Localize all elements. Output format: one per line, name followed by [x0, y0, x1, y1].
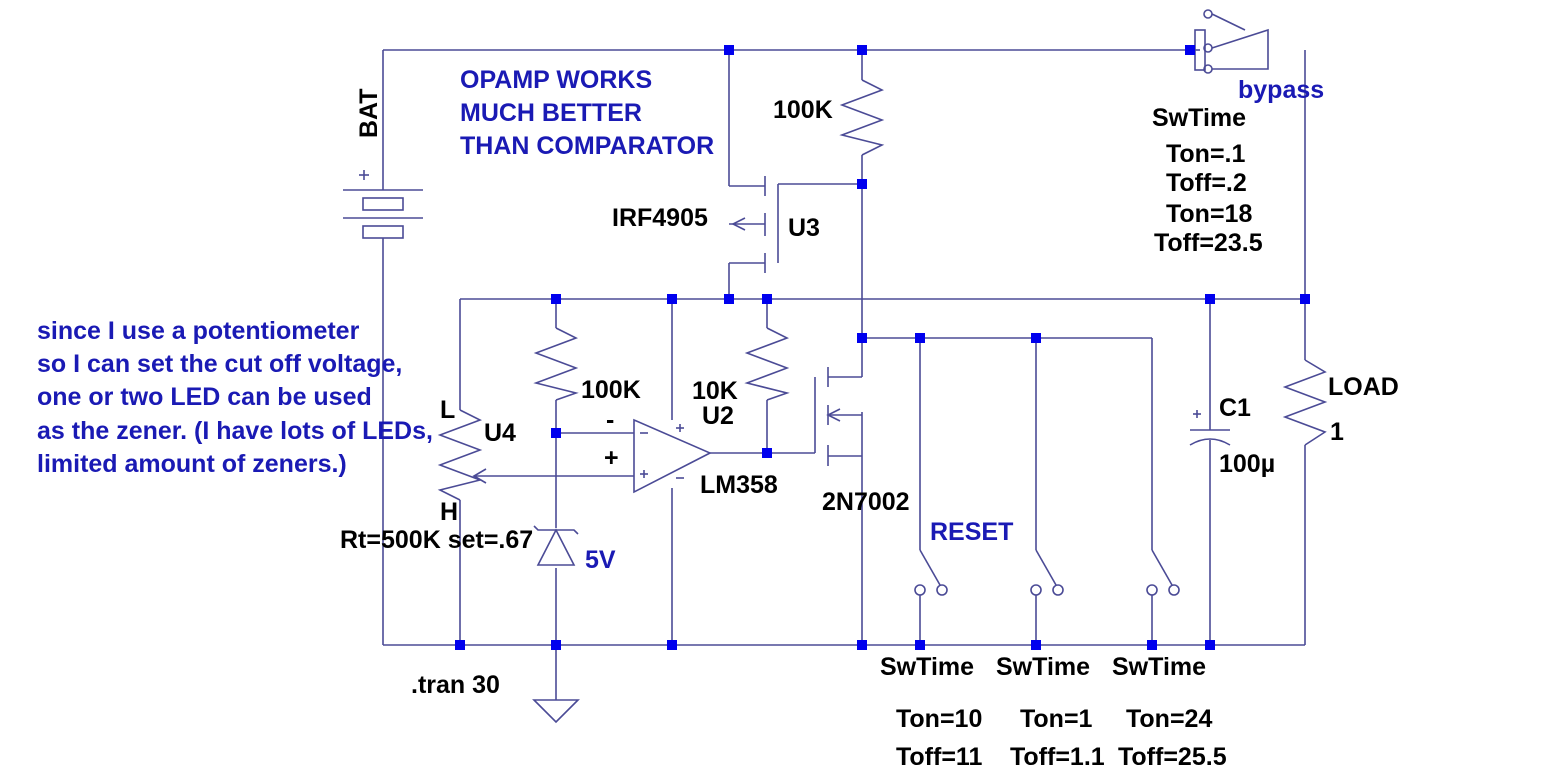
- sw3-swtime: SwTime: [1112, 653, 1206, 681]
- load-value: 1: [1330, 418, 1344, 446]
- resistor-load: [1282, 359, 1328, 446]
- reset-label: RESET: [930, 518, 1013, 546]
- resistor-10k: [744, 327, 790, 401]
- pot-note-line-3: one or two LED can be used: [37, 383, 372, 411]
- pot-note-line-2: so I can set the cut off voltage,: [37, 350, 402, 378]
- sw2-ton: Ton=1: [1020, 705, 1093, 733]
- pmos-resistor-value: 100K: [773, 96, 833, 124]
- pot-ref: U4: [484, 419, 516, 447]
- pmos-ref: U3: [788, 214, 820, 242]
- ground-symbol: [532, 699, 580, 724]
- bypass-toff-1: Toff=.2: [1166, 169, 1247, 197]
- pot-note-line-5: limited amount of zeners.): [37, 450, 347, 478]
- nmos-transistor: [814, 367, 862, 466]
- bypass-relay: [1194, 9, 1269, 74]
- sw1-swtime: SwTime: [880, 653, 974, 681]
- bypass-ton-1: Ton=.1: [1166, 140, 1246, 168]
- bypass-swtime: SwTime: [1152, 104, 1246, 132]
- resistor-100k-zener: [533, 327, 579, 401]
- capacitor-ref: C1: [1219, 394, 1251, 422]
- battery: [343, 170, 423, 239]
- sw3-toff: Toff=25.5: [1118, 743, 1227, 771]
- wires: [382, 49, 1306, 700]
- pot-note-line-4: as the zener. (I have lots of LEDs,: [37, 417, 433, 445]
- resistor-100k-top: [839, 79, 885, 156]
- capacitor: [1189, 410, 1231, 446]
- potentiometer: [437, 409, 483, 501]
- zener-diode: [533, 525, 579, 566]
- sw1-toff: Toff=11: [896, 743, 982, 771]
- capacitor-value: 100µ: [1219, 450, 1275, 478]
- opamp-note-line-1: OPAMP WORKS: [460, 66, 652, 94]
- sw3-ton: Ton=24: [1126, 705, 1212, 733]
- gate-resistor-value: 10K: [692, 377, 738, 405]
- opamp-ref: U2: [702, 402, 734, 430]
- nmos-model: 2N7002: [822, 488, 910, 516]
- sw2-swtime: SwTime: [996, 653, 1090, 681]
- pot-note-line-1: since I use a potentiometer: [37, 317, 360, 345]
- sw1-ton: Ton=10: [896, 705, 982, 733]
- pmos-transistor: [729, 176, 779, 273]
- bypass-ton-2: Ton=18: [1166, 200, 1252, 228]
- load-ref: LOAD: [1328, 373, 1399, 401]
- pot-h-label: H: [440, 498, 458, 526]
- opamp-model: LM358: [700, 471, 778, 499]
- reset-switches: [914, 549, 1180, 596]
- opamp-triangle: [633, 418, 712, 494]
- opamp-note-line-3: THAN COMPARATOR: [460, 132, 714, 160]
- battery-label: BAT: [355, 88, 383, 138]
- bypass-toff-2: Toff=23.5: [1154, 229, 1263, 257]
- zener-resistor-value: 100K: [581, 376, 641, 404]
- sw2-toff: Toff=1.1: [1010, 743, 1105, 771]
- zener-label: 5V: [585, 546, 616, 574]
- bypass-label: bypass: [1238, 76, 1324, 104]
- pmos-model: IRF4905: [612, 204, 708, 232]
- tran-directive: .tran 30: [411, 671, 500, 699]
- pot-l-label: L: [440, 396, 455, 424]
- opamp-note-line-2: MUCH BETTER: [460, 99, 642, 127]
- opamp-minus: -: [606, 406, 614, 434]
- opamp-plus: +: [604, 444, 619, 472]
- pot-params: Rt=500K set=.67: [340, 526, 533, 554]
- junction-nodes: [455, 45, 1310, 650]
